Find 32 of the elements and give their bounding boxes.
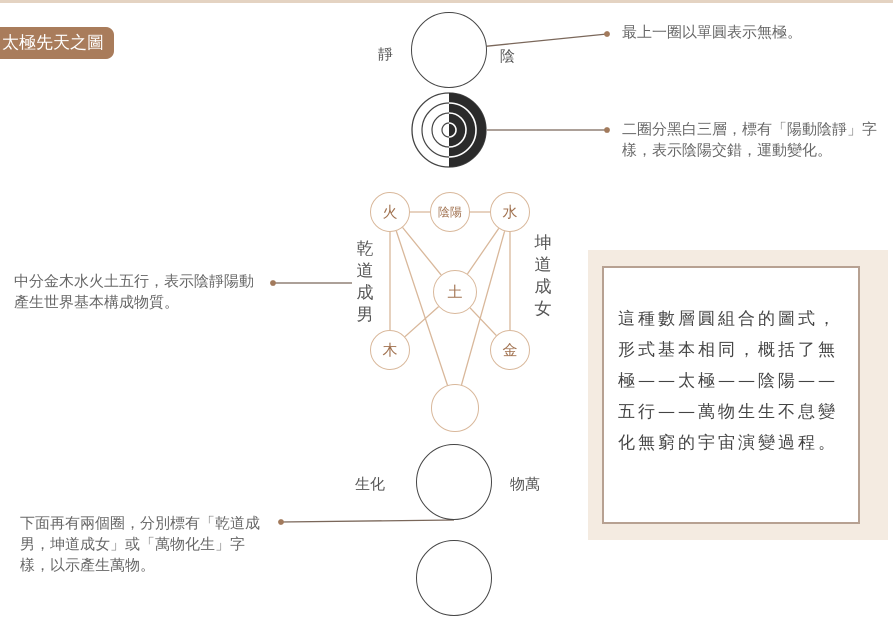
text-box: 這種數層圓組合的圖式，形式基本相同，概括了無極——太極——陰陽——五行——萬物生生不息變化無窮的宇宙演變過程。 <box>602 266 860 524</box>
connector-line <box>460 231 506 386</box>
element-circle <box>431 384 479 432</box>
connector-line <box>470 211 490 213</box>
concentric-circle-drawing <box>411 92 487 168</box>
connector-line <box>470 308 497 336</box>
element-circle: 土 <box>433 270 477 314</box>
connector-line <box>402 227 442 276</box>
connector-line <box>389 232 391 330</box>
element-circle: 火 <box>370 192 410 232</box>
side-label: 物萬 <box>510 474 540 494</box>
element-circle: 陰陽 <box>430 192 470 232</box>
connector-line <box>404 306 440 338</box>
annotation-text: 下面再有兩個圈，分別標有「乾道成男，坤道成女」或「萬物化生」字樣，以示產生萬物。 <box>20 513 260 617</box>
annotation-text: 最上一圈以單圓表示無極。 <box>622 22 890 46</box>
side-label: 生化 <box>355 474 385 494</box>
leader-line <box>278 519 454 525</box>
annotation-text: 二圈分黑白三層，標有「陽動陰靜」字樣，表示陰陽交錯，運動變化。 <box>622 119 890 191</box>
side-label: 陰 <box>500 46 515 66</box>
connector-line <box>509 232 511 330</box>
leader-line <box>486 31 610 47</box>
title-badge: 太極先天之圖 <box>0 27 114 59</box>
leader-line <box>270 280 352 286</box>
element-circle: 木 <box>370 330 410 370</box>
leader-line <box>487 127 610 133</box>
side-label: 靜 <box>378 44 393 64</box>
connector-line <box>396 230 448 386</box>
element-circle: 水 <box>490 192 530 232</box>
connector-line <box>466 228 500 274</box>
annotation-text: 中分金木水火土五行，表示陰靜陽動產生世界基本構成物質。 <box>14 271 254 343</box>
connector-line <box>410 211 430 213</box>
element-circle: 金 <box>490 330 530 370</box>
